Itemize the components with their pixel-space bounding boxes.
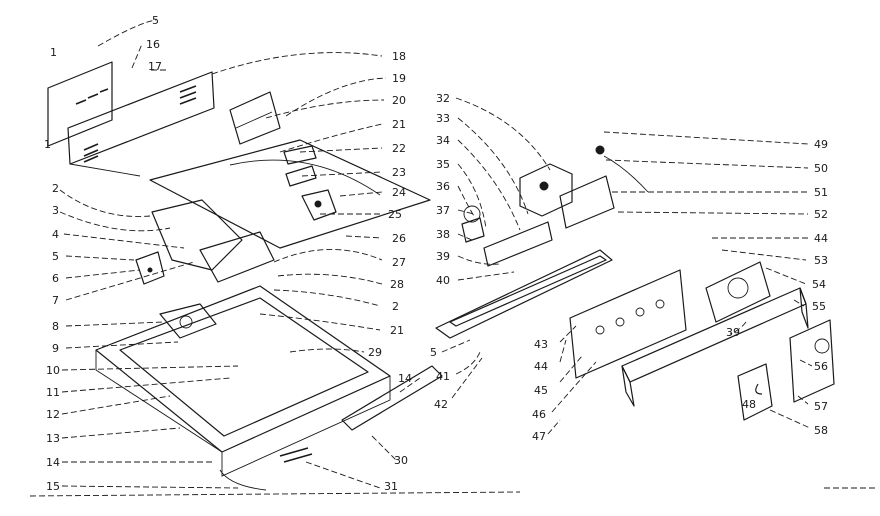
dial-assembly-part bbox=[705, 261, 771, 323]
callout-6: 6 bbox=[52, 272, 59, 285]
callout-2-right: 2 bbox=[392, 300, 399, 313]
callout-1-left: 1 bbox=[44, 138, 51, 151]
callout-21-lower: 21 bbox=[390, 324, 404, 337]
callout-37: 37 bbox=[436, 204, 450, 217]
callout-49: 49 bbox=[814, 138, 828, 151]
callout-48: 48 bbox=[742, 398, 756, 411]
callout-39-center: 39 bbox=[726, 326, 740, 339]
callout-5-right: 5 bbox=[430, 346, 437, 359]
end-cap-part bbox=[737, 319, 835, 421]
callout-56: 56 bbox=[814, 360, 828, 373]
callout-12: 12 bbox=[46, 408, 60, 421]
leader-lines bbox=[29, 19, 876, 497]
callout-53: 53 bbox=[814, 254, 828, 267]
callout-2-left: 2 bbox=[52, 182, 59, 195]
timer-motor-part bbox=[519, 163, 573, 217]
cabinet-top-part bbox=[95, 285, 391, 491]
timer-bracket-part bbox=[559, 145, 649, 229]
callout-18: 18 bbox=[392, 50, 406, 63]
callout-52: 52 bbox=[814, 208, 828, 221]
tub-ring-part bbox=[159, 303, 217, 339]
callout-28: 28 bbox=[390, 278, 404, 291]
callout-36: 36 bbox=[436, 180, 450, 193]
callout-30: 30 bbox=[394, 454, 408, 467]
callout-35: 35 bbox=[436, 158, 450, 171]
callout-4: 4 bbox=[52, 228, 59, 241]
control-panel-part bbox=[569, 269, 687, 379]
callout-23-right: 23 bbox=[392, 166, 406, 179]
callout-17: 17 bbox=[148, 60, 162, 73]
callout-5-top: 5 bbox=[152, 14, 159, 27]
callout-40: 40 bbox=[436, 274, 450, 287]
callout-25: 25 bbox=[388, 208, 402, 221]
callout-46: 46 bbox=[532, 408, 546, 421]
small-bracket-part bbox=[135, 251, 165, 285]
top-cover-part bbox=[149, 139, 431, 249]
callout-21-right: 21 bbox=[392, 118, 406, 131]
callout-5-left: 5 bbox=[52, 250, 59, 263]
front-trim-part bbox=[279, 365, 443, 463]
callout-34: 34 bbox=[436, 134, 450, 147]
switch-bracket-part bbox=[461, 205, 553, 267]
rear-panel-part bbox=[47, 61, 215, 177]
callout-45: 45 bbox=[534, 384, 548, 397]
callout-1-top: 1 bbox=[50, 46, 57, 59]
callout-31: 31 bbox=[384, 480, 398, 493]
callout-3: 3 bbox=[52, 204, 59, 217]
callout-54: 54 bbox=[812, 278, 826, 291]
callout-14-left: 14 bbox=[46, 456, 60, 469]
callout-29: 29 bbox=[368, 346, 382, 359]
callout-20: 20 bbox=[392, 94, 406, 107]
console-front-part bbox=[621, 287, 809, 407]
callout-42: 42 bbox=[434, 398, 448, 411]
callout-43: 43 bbox=[534, 338, 548, 351]
callout-9: 9 bbox=[52, 342, 59, 355]
callout-19: 19 bbox=[392, 72, 406, 85]
callout-51: 51 bbox=[814, 186, 828, 199]
callout-38: 38 bbox=[436, 228, 450, 241]
hinge-part bbox=[151, 199, 275, 283]
callout-8: 8 bbox=[52, 320, 59, 333]
callout-47: 47 bbox=[532, 430, 546, 443]
callout-57: 57 bbox=[814, 400, 828, 413]
callout-58: 58 bbox=[814, 424, 828, 437]
callout-14-right: 14 bbox=[398, 372, 412, 385]
bracket-part bbox=[229, 91, 281, 145]
callout-41: 41 bbox=[436, 370, 450, 383]
callout-11: 11 bbox=[46, 386, 60, 399]
callout-39-left: 39 bbox=[436, 250, 450, 263]
callout-32: 32 bbox=[436, 92, 450, 105]
console-base-part bbox=[435, 249, 613, 339]
callout-24: 24 bbox=[392, 186, 406, 199]
callout-26: 26 bbox=[392, 232, 406, 245]
callout-44-upper: 44 bbox=[814, 232, 828, 245]
callout-44-lower: 44 bbox=[534, 360, 548, 373]
callout-22: 22 bbox=[392, 142, 406, 155]
callout-7: 7 bbox=[52, 294, 59, 307]
clip-part bbox=[283, 145, 337, 221]
callout-55: 55 bbox=[812, 300, 826, 313]
callout-27: 27 bbox=[392, 256, 406, 269]
callout-33: 33 bbox=[436, 112, 450, 125]
callout-16: 16 bbox=[146, 38, 160, 51]
callout-10: 10 bbox=[46, 364, 60, 377]
callout-50: 50 bbox=[814, 162, 828, 175]
callout-13: 13 bbox=[46, 432, 60, 445]
callout-15: 15 bbox=[46, 480, 60, 493]
callout-labels: 5 16 1 17 18 19 20 21 22 23 24 25 26 27 … bbox=[44, 14, 828, 493]
